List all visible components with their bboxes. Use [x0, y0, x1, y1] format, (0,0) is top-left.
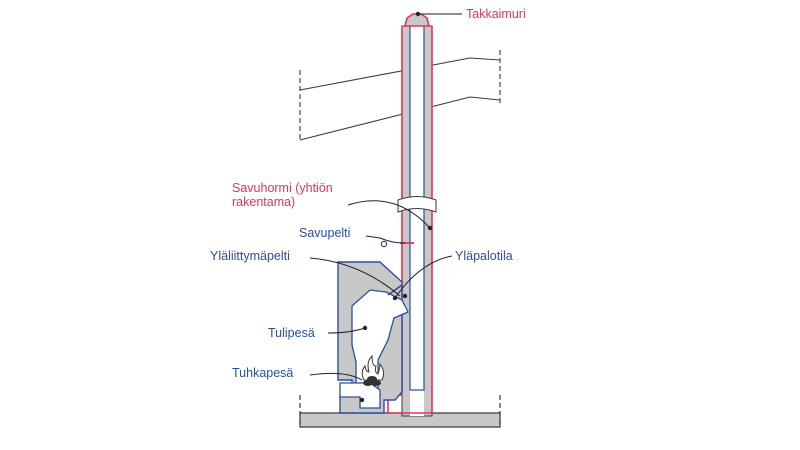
fire-icon [361, 354, 385, 386]
label-savupelti: Savupelti [299, 226, 350, 240]
chimney-flue [387, 25, 437, 417]
roof-lines [299, 50, 501, 141]
leader-lines [309, 13, 462, 381]
label-tulipesa: Tulipesä [268, 326, 315, 340]
label-ylaliittymapelti: Yläliittymäpelti [210, 249, 290, 263]
label-savuhormi-line2: rakentama) [232, 195, 295, 209]
flue-break-marks [397, 196, 437, 213]
label-tuhkapesa: Tuhkapesä [232, 366, 293, 380]
label-ylapalotila: Yläpalotila [455, 249, 513, 263]
floor-slab [299, 395, 501, 428]
savupelti-handle [380, 240, 388, 248]
label-takkaimuri: Takkaimuri [466, 7, 526, 21]
leader-dots [359, 11, 433, 403]
label-savuhormi-line1: Savuhormi (yhtiön [232, 181, 333, 195]
fireplace-body [337, 242, 414, 414]
